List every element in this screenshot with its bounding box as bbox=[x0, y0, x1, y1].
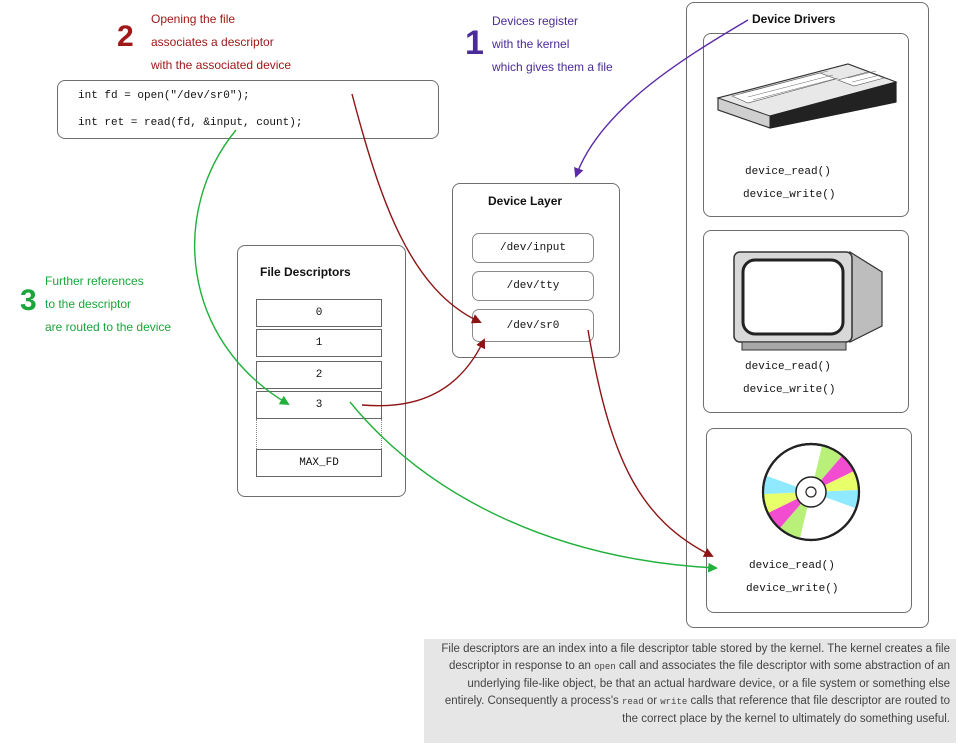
fd-cell-max: MAX_FD bbox=[256, 449, 382, 477]
arrow-device-to-driver bbox=[587, 329, 714, 557]
caption-text: calls that reference that file descripto… bbox=[622, 695, 950, 725]
file-descriptors-title: File Descriptors bbox=[260, 265, 351, 279]
caption-code-write: write bbox=[660, 697, 688, 707]
step-1-line: with the kernel bbox=[492, 37, 570, 51]
step-1-line: Devices register bbox=[492, 14, 579, 28]
fd-cell-0: 0 bbox=[256, 299, 382, 327]
driver-1-read: device_read() bbox=[745, 166, 831, 178]
driver-1-write: device_write() bbox=[743, 189, 836, 201]
caption-text: call and associates the file descriptor … bbox=[444, 660, 950, 707]
fd-cell-2: 2 bbox=[256, 361, 382, 389]
step-1-text: Devices register with the kernel which g… bbox=[492, 10, 613, 79]
step-3-line: Further references bbox=[45, 274, 144, 288]
monitor-icon bbox=[733, 250, 883, 351]
caption-text: or bbox=[643, 695, 661, 707]
step-3-number: 3 bbox=[20, 284, 37, 317]
arrow-fd-to-device bbox=[361, 338, 486, 407]
arrow-read-to-fd bbox=[193, 129, 290, 406]
cd-disc-icon bbox=[761, 442, 861, 542]
step-1-number: 1 bbox=[465, 24, 484, 62]
code-box: int fd = open("/dev/sr0"); int ret = rea… bbox=[57, 80, 439, 139]
driver-2-write: device_write() bbox=[743, 384, 836, 396]
caption-block: File descriptors are an index into a fil… bbox=[424, 639, 956, 743]
step-3-line: are routed to the device bbox=[45, 320, 172, 334]
caption-text: File descriptors are an index into a fil… bbox=[441, 643, 950, 672]
step-2-line: associates a descriptor bbox=[151, 35, 274, 49]
arrow-register bbox=[574, 19, 749, 178]
caption-code-open: open bbox=[594, 662, 616, 672]
step-2-line: with the associated device bbox=[151, 58, 292, 72]
step-2-number: 2 bbox=[117, 20, 134, 53]
driver-2-read: device_read() bbox=[745, 361, 831, 373]
device-entry-tty: /dev/tty bbox=[472, 271, 594, 301]
driver-3-write: device_write() bbox=[746, 583, 839, 595]
arrow-open bbox=[351, 93, 482, 324]
step-2-line: Opening the file bbox=[151, 12, 236, 26]
fd-cell-1: 1 bbox=[256, 329, 382, 357]
device-entry-sr0: /dev/sr0 bbox=[472, 309, 594, 342]
driver-3-read: device_read() bbox=[749, 560, 835, 572]
device-drivers-title: Device Drivers bbox=[752, 12, 836, 26]
keyboard-icon bbox=[716, 63, 898, 129]
device-entry-input: /dev/input bbox=[472, 233, 594, 263]
step-3-line: to the descriptor bbox=[45, 297, 132, 311]
driver-keyboard-box bbox=[703, 33, 909, 217]
code-read-line: int ret = read(fd, &input, count); bbox=[78, 117, 303, 129]
step-2-text: Opening the file associates a descriptor… bbox=[151, 8, 291, 77]
code-open-line: int fd = open("/dev/sr0"); bbox=[78, 90, 250, 102]
step-3-text: Further references to the descriptor are… bbox=[45, 270, 171, 339]
step-1-line: which gives them a file bbox=[492, 60, 613, 74]
device-layer-title: Device Layer bbox=[488, 194, 563, 208]
caption-code-read: read bbox=[622, 697, 644, 707]
fd-ellipsis-gap bbox=[256, 419, 382, 449]
arrow-fd-to-driver bbox=[349, 401, 718, 573]
